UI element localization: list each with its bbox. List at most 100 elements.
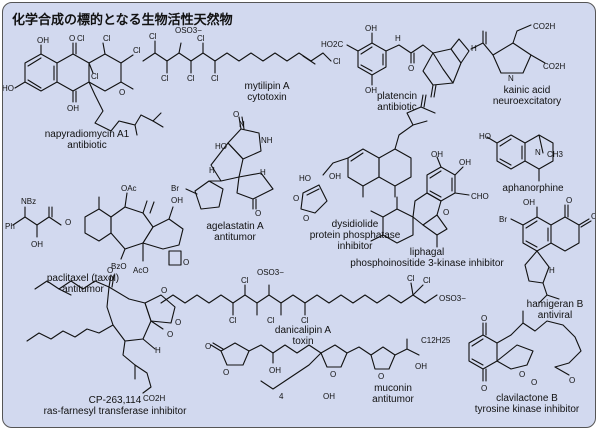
compound-activity: antiviral [537,310,573,321]
compound-name: agelastatin A [206,221,264,232]
atom-label: Cl [211,74,219,83]
atom-label: O [569,376,575,385]
atom-label: Ph [5,222,15,231]
atom-label: Cl [229,316,237,325]
compound-activity: phosphoinositide 3-kinase inhibitor [350,258,504,269]
atom-label: CO2H [143,394,165,403]
agelastatin-structure [185,116,274,210]
paclitaxel-structure [12,192,184,266]
atom-label: H [395,34,401,43]
atom-label: Cl [77,34,85,43]
atom-label: O [566,196,572,205]
atom-label: Br [171,184,179,193]
atom-label: N [239,120,245,129]
atom-label: O [175,318,181,327]
atom-label: HO [299,174,311,183]
atom-label: HO [2,84,14,93]
compound-activity: toxin [292,336,314,347]
atom-label: Cl [197,34,205,43]
compound-label: dysidiolide protein phosphatase inhibito… [295,219,415,252]
atom-label: O [481,314,487,323]
atom-label: OH [523,198,535,207]
atom-label: N [535,148,541,157]
compound-name: kainic acid [503,85,551,96]
compound-activity: antitumor [214,232,256,243]
napyradiomycin-structure [14,42,164,136]
atom-label: N [508,74,514,83]
compound-activity: antibiotic [67,140,107,151]
atom-label: OH [431,150,443,159]
atom-label: Cl [133,46,141,55]
compound-label: kainic acid neuroexcitatory [493,85,561,107]
diagram-title: 化学合成の標的となる生物活性天然物 [12,13,233,28]
atom-label: O [205,342,211,351]
atom-label: OH [171,196,183,205]
compound-name: CP-263,114 [88,395,142,406]
atom-label: OSO3− [257,268,284,277]
atom-label: O [303,214,309,223]
compound-name: platencin [376,91,418,102]
compound-label: agelastatin A antitumor [206,221,263,243]
atom-label: Br [499,215,507,224]
atom-label: O [481,384,487,393]
compound-label: platencin antibiotic [377,91,417,113]
atom-label: O [223,368,229,377]
compound-activity: cytotoxin [247,92,287,103]
platencin-structure [346,32,470,98]
atom-label: O [161,286,167,295]
compound-name: dysidiolide [331,219,379,230]
compound-name: hamigeran B [526,299,584,310]
kainic-acid-structure [470,24,546,74]
clavilactone-structure [468,310,582,382]
atom-label: Cl [301,316,309,325]
atom-label: CH3 [547,150,564,159]
atom-label: OAc [121,184,137,193]
atom-label: Cl [103,34,111,43]
compound-label: napyradiomycin A1 antibiotic [45,129,130,151]
atom-label: O [65,218,71,227]
hamigeran-structure [510,204,592,304]
atom-label: HO [479,132,491,141]
compound-label: liphagal phosphoinositide 3-kinase inhib… [350,247,503,269]
diagram-panel: 化学合成の標的となる生物活性天然物 [2,2,596,428]
liphagal-structure [370,156,470,248]
compound-activity: protein phosphatase inhibitor [309,230,401,252]
compound-name: paclitaxel (taxol) [46,273,120,284]
atom-label: H [549,266,555,275]
atom-label: OH [415,362,427,371]
compound-name: napyradiomycin A1 [44,129,130,140]
atom-label: O [167,330,173,339]
compound-activity: antibiotic [377,102,417,113]
atom-label: Cl [91,72,99,81]
compound-label: hamigeran B antiviral [527,299,584,321]
atom-label: OH [459,158,471,167]
atom-label: CHO [471,192,489,201]
atom-label: Cl [423,276,431,285]
atom-label: O [107,266,113,275]
atom-label: BzO [111,262,127,271]
atom-label: OH [365,86,377,95]
atom-label: O [119,88,125,97]
molecule-structures: Cl Cl Cl Cl OH HO OH O O OSO3− Cl Cl Cl … [2,22,595,403]
atom-label: AcO [133,266,149,275]
atom-label: O [408,64,414,73]
compound-name: liphagal [409,247,445,258]
atom-label: OH [67,104,79,113]
atom-label: OH [323,392,335,401]
cp263114-structure [26,274,176,394]
atom-label: OH [365,24,377,33]
atom-label: O [330,370,336,379]
compound-label: mytilipin A cytotoxin [244,81,289,103]
atom-label: OH [37,36,49,45]
compound-label: danicalipin A toxin [275,325,331,347]
atom-label: O [519,370,525,379]
compound-label: paclitaxel (taxol) antitumor [47,273,119,295]
atom-label: CO2H [533,22,555,31]
compound-activity: antitumor [62,284,104,295]
compound-label: muconin antitumor [372,383,414,405]
compound-name: muconin [374,383,412,394]
atom-label: Cl [149,32,157,41]
compound-name: mytilipin A [244,81,290,92]
atom-label: NBz [21,197,36,206]
compound-name: aphanorphine [502,183,564,194]
